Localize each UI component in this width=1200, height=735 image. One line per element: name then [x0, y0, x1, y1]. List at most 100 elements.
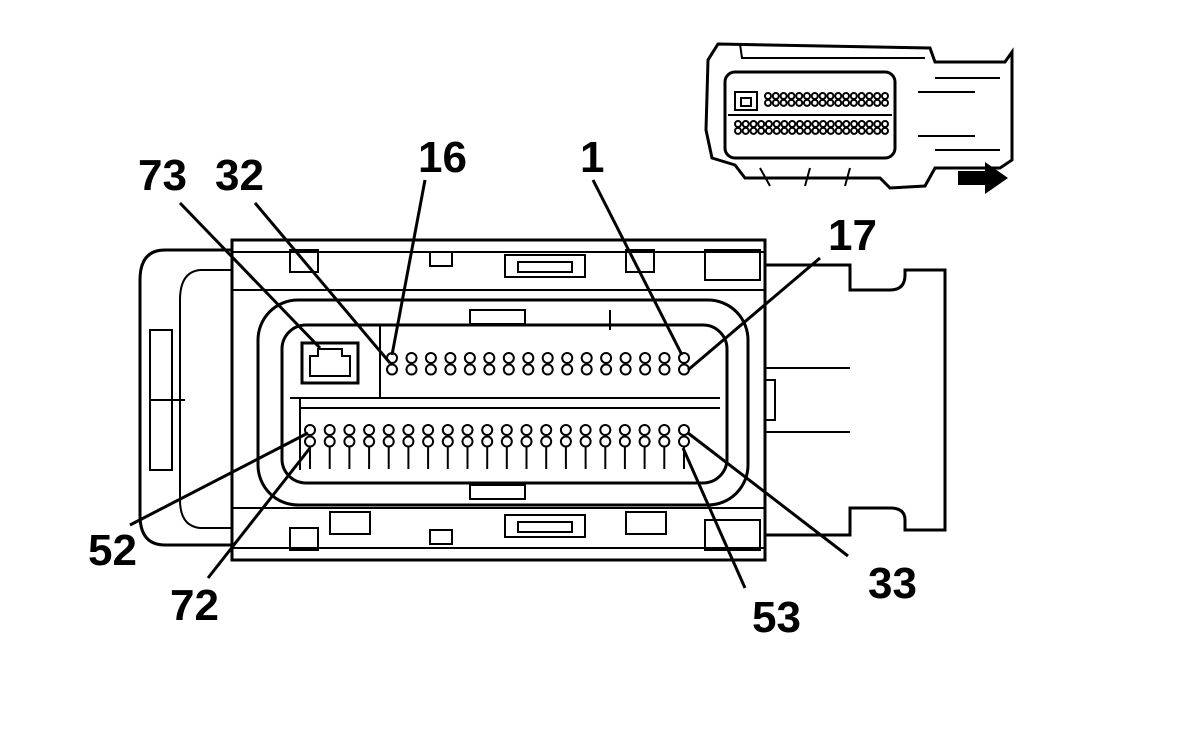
inset-pin-cavity [771, 92, 780, 100]
inset-pin-cavity [881, 92, 889, 100]
label-16: 16 [418, 133, 467, 182]
inset-pin-row-top [764, 92, 889, 107]
pin-cavity [323, 435, 336, 448]
inset-pin-cavity [811, 120, 820, 128]
pin-cavity [561, 363, 574, 376]
label-52: 52 [88, 526, 137, 575]
pin-cavity [424, 352, 437, 364]
inset-pin-cavity [819, 120, 828, 128]
inset-pin-cavity [818, 92, 827, 100]
pin-cavity [444, 363, 457, 376]
pin-cavity [678, 435, 690, 448]
pin-cavity [580, 363, 593, 376]
inset-pin-cavity [803, 126, 812, 135]
inset-connector-view [704, 42, 1014, 190]
pin-cavity [463, 363, 476, 376]
pin-cavity [500, 435, 513, 448]
pin-cavity [502, 363, 515, 376]
pin-cavity [619, 352, 632, 364]
main-connector-face [138, 238, 947, 562]
pin-cavity [463, 352, 476, 364]
pin-cavity [363, 435, 376, 448]
pin-cavity [639, 352, 652, 364]
label-1: 1 [580, 133, 604, 182]
inset-pin-cavity [826, 126, 835, 135]
inset-pin-cavity [850, 120, 859, 128]
inset-pin-cavity [764, 120, 773, 128]
inset-pin-cavity [749, 120, 758, 128]
inset-pin-cavity [873, 92, 882, 100]
inset-pin-cavity [849, 92, 858, 100]
leader-17 [687, 256, 821, 372]
pin-row-top [386, 352, 690, 376]
inset-pin-cavity [779, 92, 788, 100]
inset-pin-cavity [873, 120, 882, 128]
inset-pin-cavity [873, 126, 882, 135]
pin-cavity [441, 435, 454, 448]
inset-pin-cavity [842, 98, 850, 107]
inset-pin-cavity [850, 126, 859, 135]
pin-cavity [402, 435, 415, 448]
pin-cavity [481, 424, 494, 436]
label-17: 17 [828, 211, 877, 260]
inset-pin-cavity [865, 92, 874, 100]
pin-cavity [658, 352, 671, 364]
pin-cavity [500, 424, 513, 436]
leader-53 [681, 447, 747, 589]
pin-cavity [382, 424, 395, 436]
inset-pin-cavity [865, 98, 874, 107]
inset-pin-cavity [788, 120, 797, 128]
pin-cavity [561, 352, 574, 364]
pin-cavity [402, 424, 415, 436]
pin-cavity [600, 363, 613, 376]
inset-pin-cavity [818, 98, 827, 107]
pin-cavity [461, 424, 474, 436]
pin-cavity [678, 352, 690, 364]
pin-cavity [618, 435, 631, 448]
pin-cavity [483, 352, 496, 364]
leader-72 [206, 447, 312, 579]
pin-cavity [540, 424, 553, 436]
inset-pin-cavity [741, 120, 750, 128]
key-cavity-icon [300, 341, 360, 385]
pin-cavity [579, 435, 592, 448]
inset-pin-cavity [764, 126, 773, 135]
inset-pin-cavity [834, 98, 843, 107]
pin-cavity [405, 363, 418, 376]
inset-pin-cavity [826, 120, 835, 128]
pin-cavity [441, 424, 454, 436]
pin-cavity [658, 435, 671, 448]
arrow-right-icon [958, 162, 1008, 194]
leader-16 [390, 179, 427, 356]
inset-pin-cavity [795, 120, 804, 128]
inset-pin-row-bottom [734, 120, 889, 135]
inset-pin-cavity [881, 120, 889, 128]
pin-cavity [599, 424, 612, 436]
inset-pin-cavity [772, 120, 781, 128]
leader-lines [129, 179, 849, 589]
pin-cavity [323, 424, 336, 436]
pin-cavity [520, 435, 533, 448]
inset-pin-cavity [810, 98, 819, 107]
leader-33 [687, 431, 849, 558]
pin-cavity [343, 435, 356, 448]
pin-cavity [522, 363, 535, 376]
inset-pin-cavity [810, 92, 819, 100]
inset-pin-cavity [857, 120, 866, 128]
inset-pin-cavity [749, 126, 758, 135]
inset-pin-cavity [849, 98, 858, 107]
leader-32 [253, 202, 392, 364]
inset-pin-cavity [788, 126, 797, 135]
inset-pin-cavity [803, 98, 811, 107]
pin-cavity [618, 424, 631, 436]
inset-pin-cavity [803, 92, 811, 100]
pin-cavity [678, 424, 690, 436]
inset-pin-cavity [734, 120, 742, 128]
inset-pin-cavity [764, 92, 772, 100]
leader-73 [178, 201, 322, 350]
label-32: 32 [215, 151, 264, 200]
pin-cavity [363, 424, 376, 436]
pin-row-bottom [304, 424, 690, 469]
pin-cavity [658, 363, 671, 376]
